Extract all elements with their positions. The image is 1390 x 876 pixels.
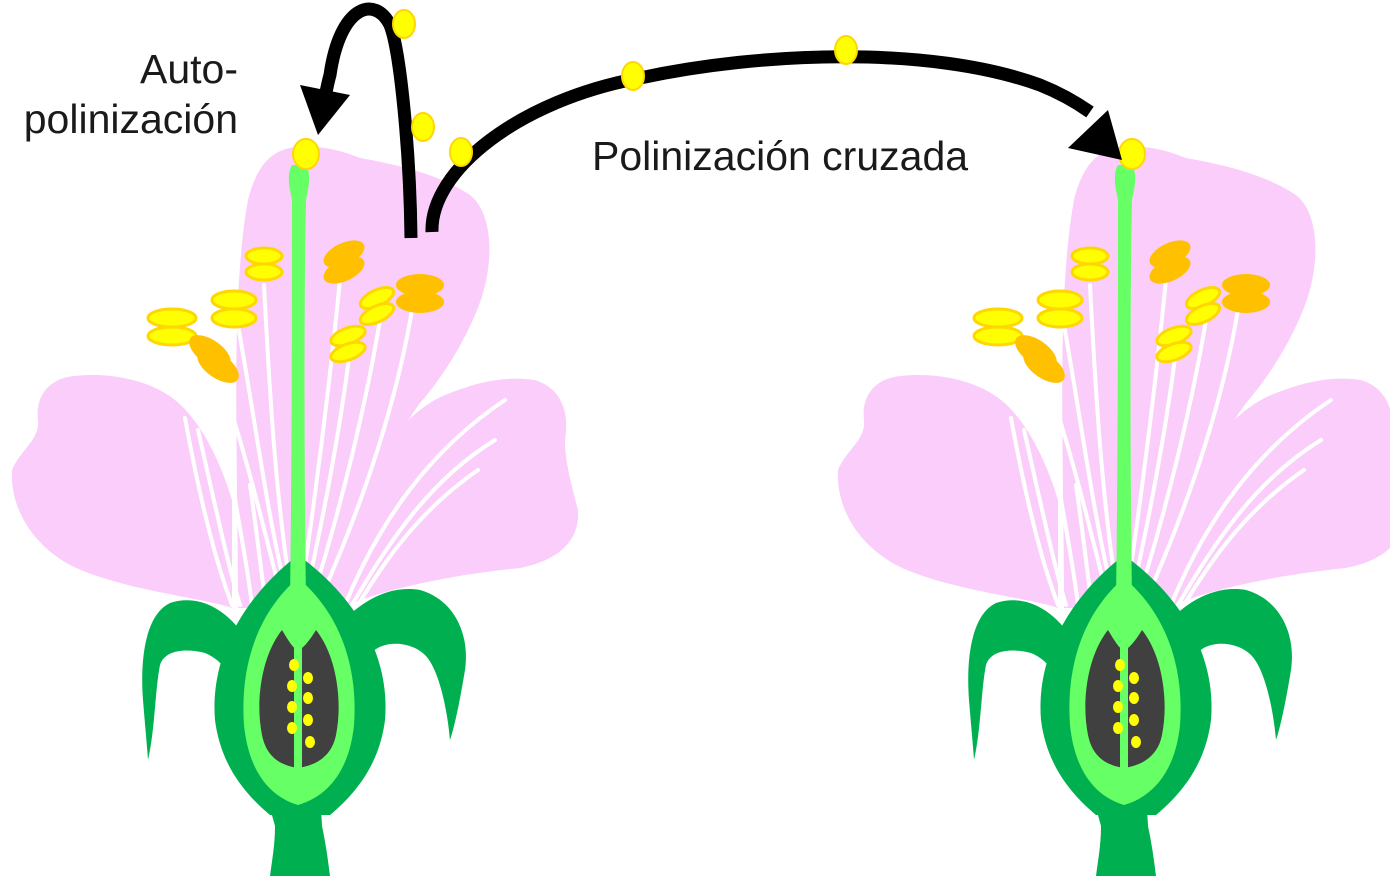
cross-pollination-label: Polinización cruzada (592, 131, 968, 181)
self-pollination-label-line2: polinización (24, 94, 238, 144)
self-pollination-label: Auto- polinización (24, 44, 238, 144)
self-pollination-label-line1: Auto- (24, 44, 238, 94)
right-flower (838, 139, 1390, 876)
left-flower (12, 139, 578, 876)
